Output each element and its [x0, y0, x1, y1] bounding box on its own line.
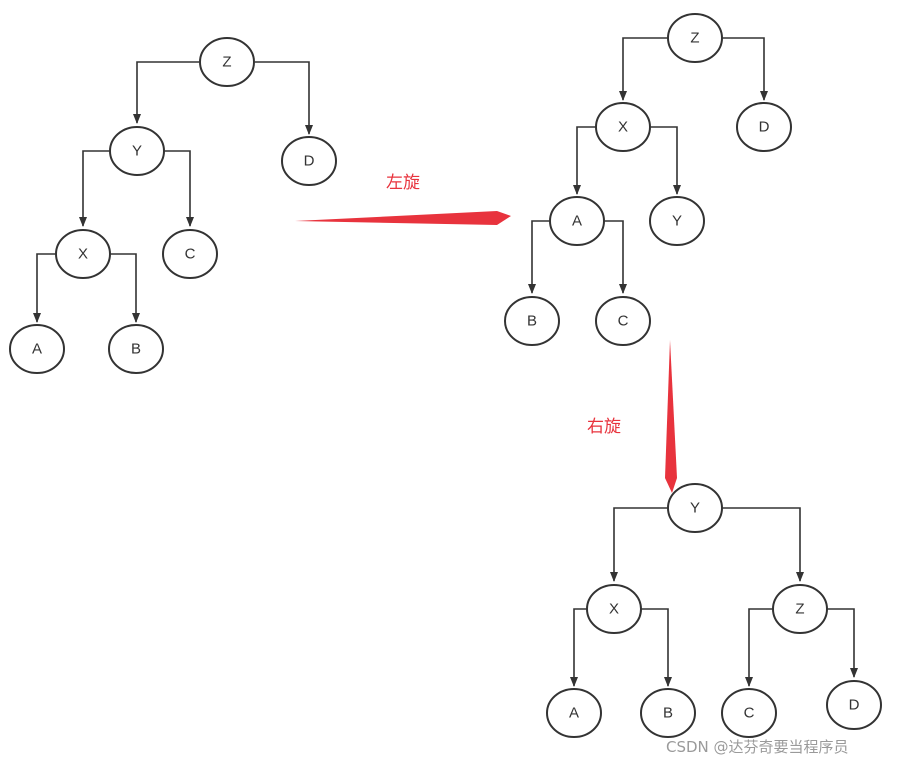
node-label: B: [527, 313, 537, 330]
node-B: B: [504, 296, 560, 346]
node-label: C: [185, 246, 196, 263]
node-Z: Z: [772, 584, 828, 634]
node-X: X: [595, 102, 651, 152]
node-label: D: [759, 119, 770, 136]
node-D: D: [281, 136, 337, 186]
node-label: X: [78, 246, 88, 263]
node-Y: Y: [649, 196, 705, 246]
node-D: D: [826, 680, 882, 730]
tree-after-left-edges: [528, 37, 768, 294]
left-rotate-label: 左旋: [386, 173, 420, 193]
node-label: D: [304, 153, 315, 170]
tree-after-right-rotation: Y X Z A B C D: [546, 483, 882, 738]
node-Y: Y: [667, 483, 723, 533]
node-label: B: [131, 341, 141, 358]
right-rotate-arrow: [665, 340, 677, 493]
node-A: A: [549, 196, 605, 246]
node-D: D: [736, 102, 792, 152]
right-rotate-label: 右旋: [587, 417, 621, 437]
node-label: A: [569, 705, 579, 722]
node-B: B: [108, 324, 164, 374]
node-Z: Z: [667, 13, 723, 63]
node-label: Y: [672, 213, 682, 230]
node-label: Y: [132, 143, 142, 160]
node-label: A: [32, 341, 42, 358]
tree-after-right-edges: [570, 507, 858, 687]
node-label: Z: [795, 601, 804, 618]
node-A: A: [9, 324, 65, 374]
node-label: D: [849, 697, 860, 714]
node-label: A: [572, 213, 582, 230]
node-X: X: [55, 229, 111, 279]
node-label: C: [618, 313, 629, 330]
node-C: C: [721, 688, 777, 738]
tree-original-edges: [33, 61, 313, 323]
node-B: B: [640, 688, 696, 738]
node-label: Z: [690, 30, 699, 47]
left-rotate-arrow: [295, 211, 511, 225]
node-Z: Z: [199, 37, 255, 87]
node-C: C: [595, 296, 651, 346]
node-label: X: [609, 601, 619, 618]
node-A: A: [546, 688, 602, 738]
node-label: Y: [690, 500, 700, 517]
node-C: C: [162, 229, 218, 279]
watermark: CSDN @达芬奇要当程序员: [666, 738, 849, 756]
node-X: X: [586, 584, 642, 634]
node-label: Z: [222, 54, 231, 71]
node-label: C: [744, 705, 755, 722]
tree-after-left-rotation: Z X D A Y B C: [504, 13, 792, 346]
node-label: B: [663, 705, 673, 722]
node-label: X: [618, 119, 628, 136]
node-Y: Y: [109, 126, 165, 176]
tree-original: Z Y D X C A B: [9, 37, 337, 374]
